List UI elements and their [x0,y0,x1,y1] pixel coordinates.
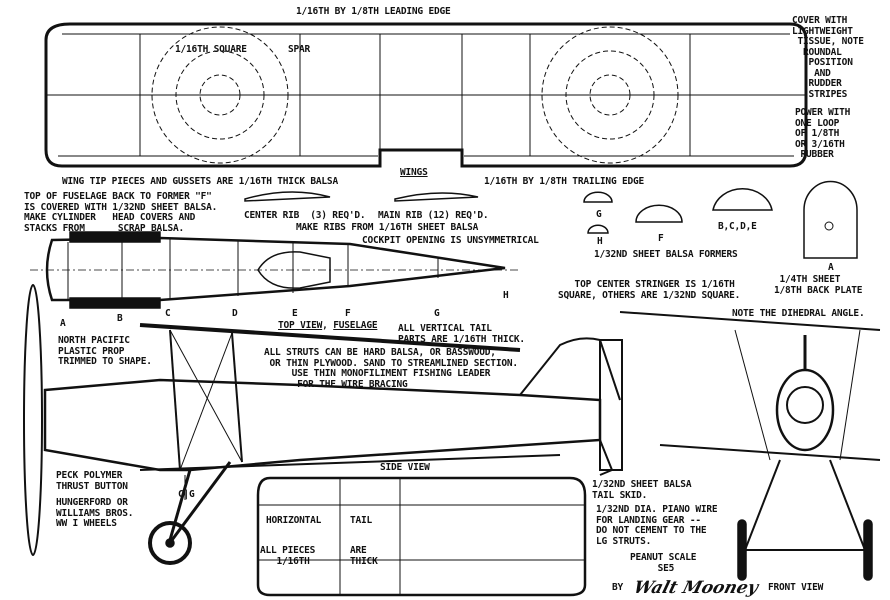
station-g: G [434,308,440,319]
fuselage-label: FUSELAGE [333,320,378,331]
wing-tip-note: WING TIP PIECES AND GUSSETS ARE 1/16TH T… [62,176,338,187]
cg-mark: C|G [178,489,195,500]
leading-edge-label: 1/16TH BY 1/8TH LEADING EDGE [296,6,451,17]
wheels-note: HUNGERFORD OR WILLIAMS BROS. WW I WHEELS [56,497,134,529]
formers-title: 1/32ND SHEET BALSA FORMERS [594,249,738,260]
station-d: D [232,308,238,319]
former-h-label: H [597,236,603,247]
tail-pieces-label: ALL PIECES 1/16TH [260,545,316,567]
designer-signature: Walt Mooney [631,578,761,598]
roundal-left [151,26,289,164]
former-g-label: G [596,209,602,220]
vertical-tail-note: ALL VERTICAL TAIL PARTS ARE 1/16TH THICK… [398,323,525,345]
fuselage-top-view [30,231,520,309]
station-e: E [292,308,298,319]
spar-label: SPAR [288,44,311,55]
tail-thick-label: ARE THICK [350,545,378,567]
top-view-label: TOP VIEW [278,320,323,331]
former-bcde [712,188,773,211]
main-rib [394,192,479,202]
former-a [803,180,858,259]
tail-skid-note: 1/32ND SHEET BALSA TAIL SKID. [592,479,692,501]
front-view [619,311,881,581]
front-view-title: FRONT VIEW [768,582,824,593]
power-note: POWER WITH ONE LOOP OF 1/8TH OR 3/16TH R… [795,107,851,160]
wing-plan [44,22,808,168]
fuselage-top-note: TOP OF FUSELAGE BACK TO FORMER "F" IS CO… [24,191,218,234]
landing-gear-note: 1/32ND DIA. PIANO WIRE FOR LANDING GEAR … [596,504,718,547]
main-rib-label: MAIN RIB (12) REQ'D. [378,210,489,221]
station-h: H [503,290,509,301]
former-f-label: F [658,233,664,244]
struts-note: ALL STRUTS CAN BE HARD BALSA, OR BASSWOO… [264,347,518,390]
center-rib-label: CENTER RIB (3) REQ'D. [244,210,366,221]
former-f [635,204,683,223]
dihedral-note: NOTE THE DIHEDRAL ANGLE. [732,308,865,319]
station-b: B [117,313,123,324]
wings-title: WINGS [400,167,428,178]
spar-square-label: 1/16TH SQUARE [175,44,247,55]
tail-horizontal-label: HORIZONTAL [266,515,322,526]
center-rib [244,191,331,202]
thrust-button-note: PECK POLYMER THRUST BUTTON [56,470,128,492]
tail-label: TAIL [350,515,373,526]
former-bcde-label: B,C,D,E [718,221,757,232]
wheel-side [148,521,192,565]
side-view-title: SIDE VIEW [380,462,430,473]
peanut-scale-label: PEANUT SCALE SE5 [630,552,697,574]
prop-note: NORTH PACIFIC PLASTIC PROP TRIMMED TO SH… [58,335,152,367]
trailing-edge-label: 1/16TH BY 1/8TH TRAILING EDGE [484,176,645,187]
side-view [23,284,623,565]
roundal-right [541,26,679,164]
cockpit-note: COCKPIT OPENING IS UNSYMMETRICAL [362,235,539,246]
propeller [23,284,43,556]
by-label: BY [612,582,624,593]
former-a-note: 1/4TH SHEET 1/8TH BACK PLATE [774,274,863,296]
former-g [583,191,613,203]
station-f: F [345,308,351,319]
former-a-label: A [828,262,834,273]
former-h [587,224,609,234]
cover-note: COVER WITH LIGHTWEIGHT TISSUE, NOTE ROUN… [792,15,864,100]
top-view-title: TOP VIEW, FUSELAGE [278,320,378,331]
stringer-note: TOP CENTER STRINGER IS 1/16TH SQUARE, OT… [558,279,741,301]
station-a: A [60,318,66,329]
ribs-note: MAKE RIBS FROM 1/16TH SHEET BALSA [296,222,479,233]
station-c: C [165,308,171,319]
horizontal-tail [256,476,587,597]
